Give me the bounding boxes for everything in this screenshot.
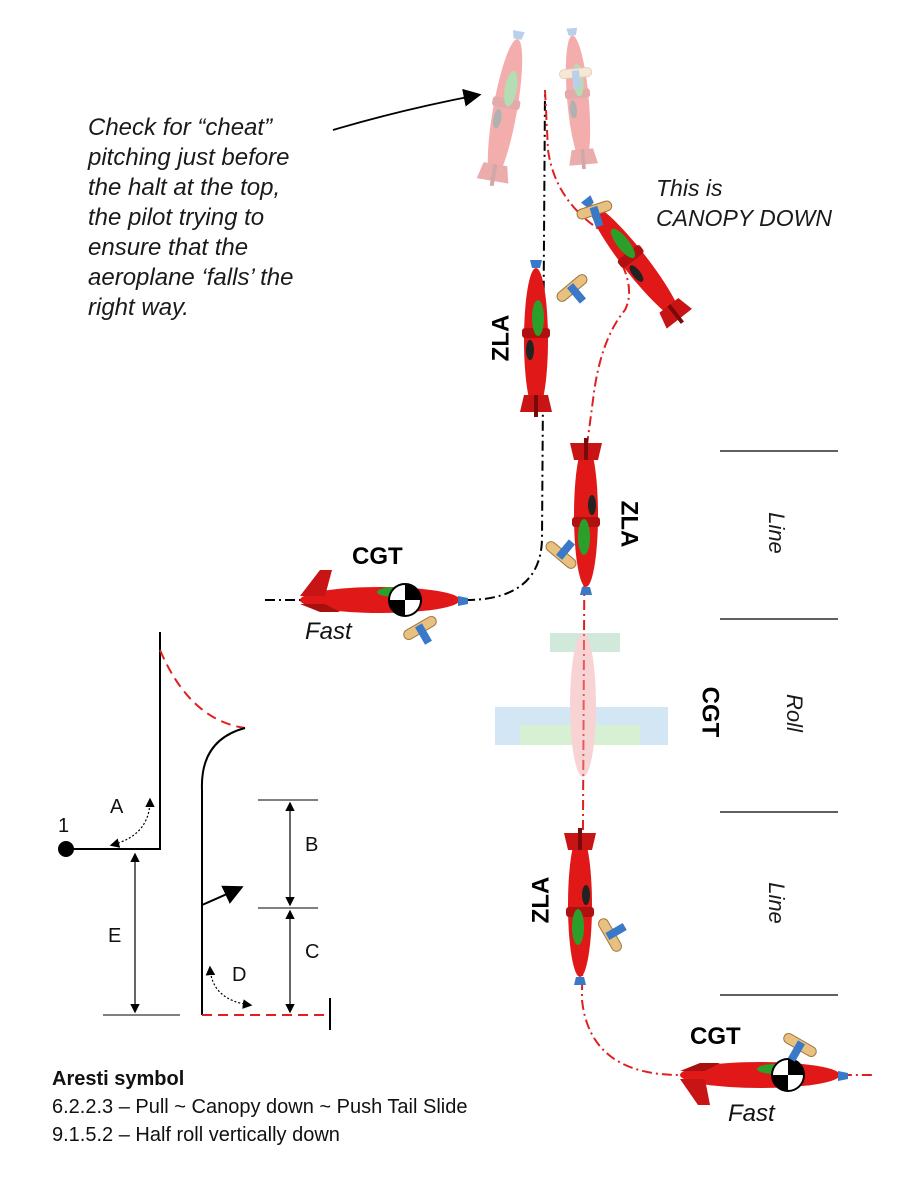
aresti-legend: Aresti symbol 6.2.2.3 – Pull ~ Canopy do… bbox=[52, 1065, 467, 1149]
cheat-note-line: Check for “cheat” bbox=[88, 114, 273, 141]
trail-fall bbox=[544, 89, 631, 461]
aresti-label-c: C bbox=[305, 941, 320, 963]
cheat-pointer-arrow bbox=[332, 88, 482, 131]
plane-zla-low bbox=[564, 828, 635, 985]
cheat-note-line: the pilot trying to bbox=[88, 204, 265, 231]
cheat-note-line: aeroplane ‘falls’ the bbox=[88, 264, 294, 291]
ghost-plane-right bbox=[557, 27, 599, 171]
cheat-note-line: the halt at the top, bbox=[88, 174, 281, 201]
canopy-note-line: This is bbox=[656, 175, 723, 201]
aresti-label-d: D bbox=[232, 964, 247, 986]
plane-exit bbox=[680, 1031, 848, 1105]
cgt-entry-label: CGT bbox=[352, 543, 403, 570]
exit-speed-label: Fast bbox=[728, 1100, 775, 1127]
phase-roll: Roll bbox=[781, 694, 807, 732]
legend-title: Aresti symbol bbox=[52, 1068, 185, 1090]
ghost-plane-left bbox=[475, 28, 535, 189]
entry-speed-label: Fast bbox=[305, 618, 352, 645]
cheat-note-line: ensure that the bbox=[88, 234, 249, 261]
aresti-label-b: B bbox=[305, 834, 319, 856]
plane-zla-mid bbox=[543, 438, 602, 595]
cheat-note: Check for “cheat” pitching just before t… bbox=[88, 113, 293, 323]
trail-down bbox=[580, 459, 875, 1076]
plane-entry bbox=[300, 570, 468, 653]
aresti-label-a: A bbox=[110, 796, 124, 818]
cgt-exit-label: CGT bbox=[690, 1023, 741, 1050]
canopy-note-line: CANOPY DOWN bbox=[656, 205, 832, 231]
plane-roll-ghost bbox=[495, 633, 668, 777]
cheat-note-line: right way. bbox=[88, 294, 189, 321]
phase-line-bottom: Line bbox=[763, 882, 789, 924]
aresti-label-e: E bbox=[108, 925, 122, 947]
legend-line-1: 6.2.2.3 – Pull ~ Canopy down ~ Push Tail… bbox=[52, 1096, 468, 1118]
aresti-number: 1 bbox=[58, 815, 70, 837]
plane-zla-top bbox=[520, 260, 598, 417]
canopy-note: This is CANOPY DOWN bbox=[656, 173, 832, 233]
zla-low-label: ZLA bbox=[527, 876, 555, 924]
trail-pull-up bbox=[265, 89, 546, 601]
legend-line-2: 9.1.5.2 – Half roll vertically down bbox=[52, 1124, 340, 1146]
zla-mid-label: ZLA bbox=[615, 500, 643, 548]
aresti-symbol bbox=[58, 632, 331, 1030]
cheat-note-line: pitching just before bbox=[88, 144, 290, 171]
phase-line-top: Line bbox=[763, 512, 789, 554]
cgt-roll-label: CGT bbox=[696, 686, 724, 738]
zla-top-label: ZLA bbox=[487, 314, 515, 362]
